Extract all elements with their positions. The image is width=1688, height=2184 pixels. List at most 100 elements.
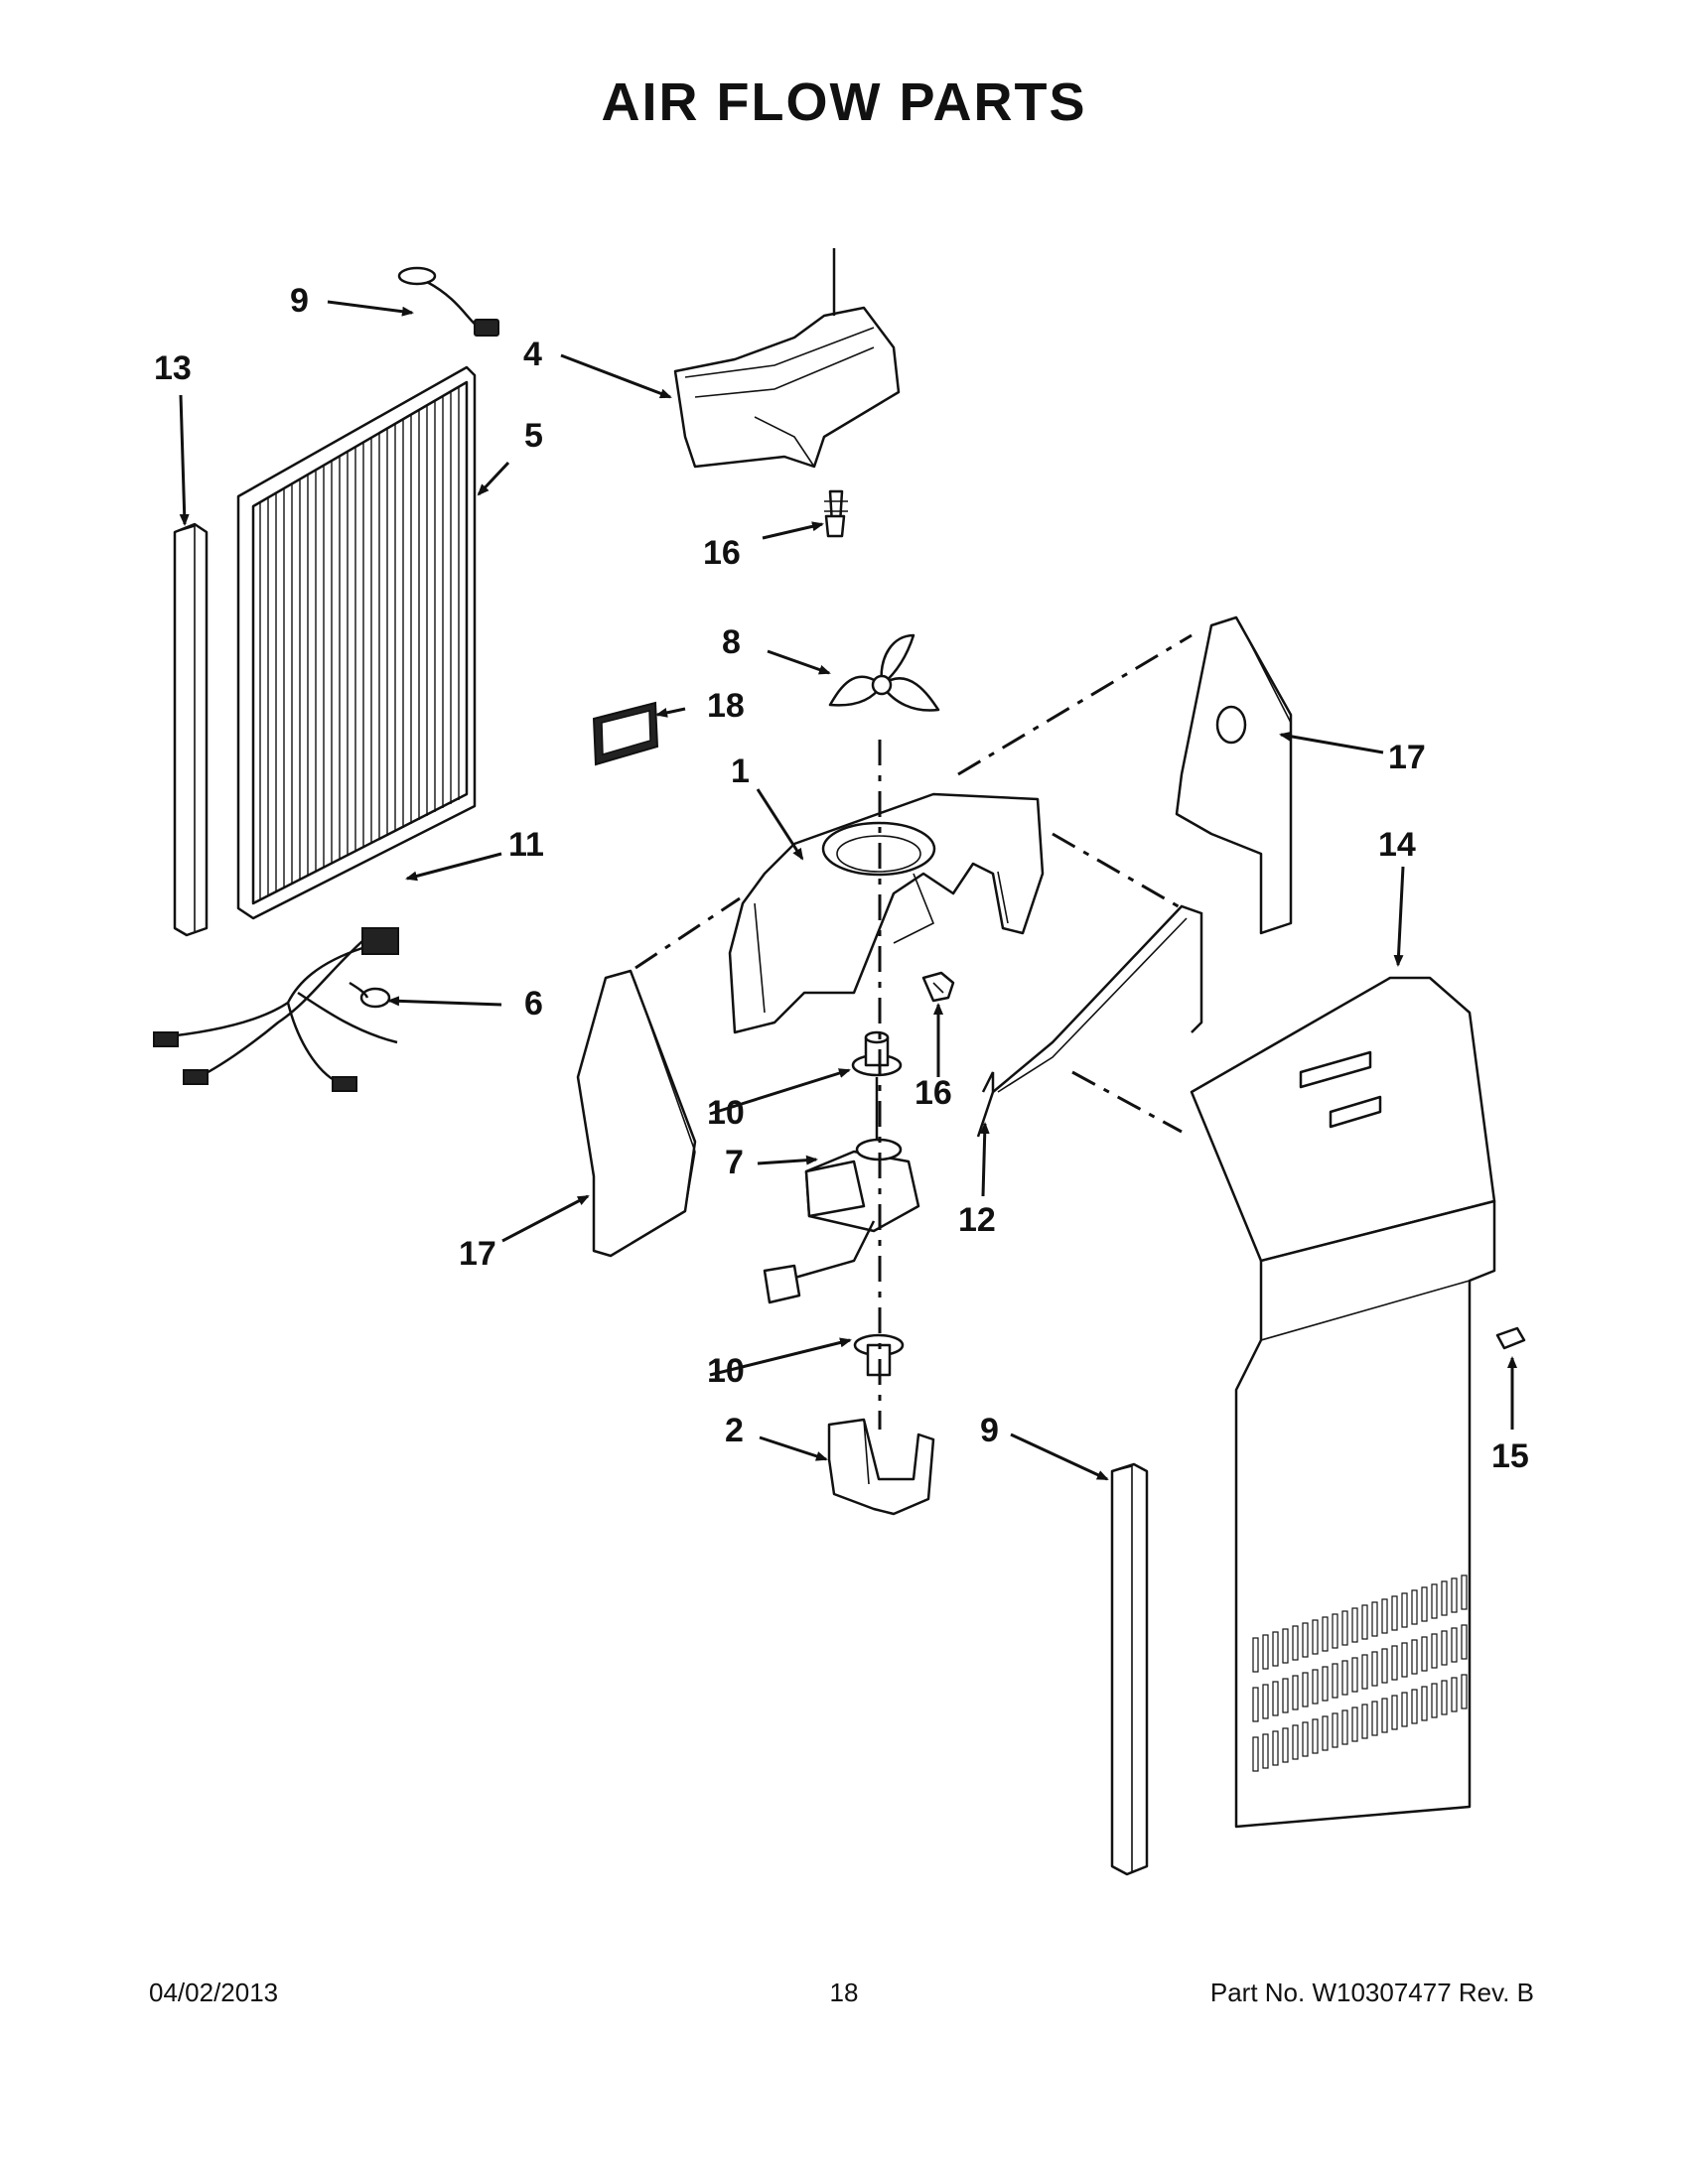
footer-part-number: Part No. W10307477 Rev. B [1209, 1978, 1534, 2007]
callout-9-top: 9 [290, 282, 309, 320]
vent-slot [1401, 1642, 1408, 1678]
vent-slot [1371, 1701, 1378, 1736]
vent-slot [1252, 1687, 1259, 1722]
vent-slot [1312, 1619, 1319, 1655]
vent-slot [1391, 1645, 1398, 1681]
callout-1: 1 [731, 752, 750, 790]
vent-slot [1361, 1704, 1368, 1739]
vent-slot [1381, 1698, 1388, 1733]
screw-part-16-lower [921, 971, 955, 1003]
vent-slot [1381, 1598, 1388, 1634]
fan-motor-part-7 [763, 1077, 920, 1304]
grommet-part-10-upper [851, 1030, 903, 1077]
vent-slot [1272, 1681, 1279, 1716]
vent-slot [1272, 1631, 1279, 1667]
callout-7: 7 [725, 1144, 744, 1181]
vent-slot [1302, 1721, 1309, 1757]
vent-slot [1361, 1604, 1368, 1640]
page-title: AIR FLOW PARTS [601, 72, 1087, 132]
callout-5: 5 [524, 417, 543, 455]
duct-cover-part-14 [1190, 976, 1496, 1829]
vent-slot [1282, 1628, 1289, 1664]
vent-slot [1441, 1630, 1448, 1666]
vent-slot [1351, 1607, 1358, 1643]
vent-slot [1332, 1663, 1338, 1699]
leader-arrows [179, 300, 1517, 1481]
callout-4: 4 [523, 336, 542, 373]
vent-slot [1312, 1669, 1319, 1705]
wire-harness-part-11 [153, 927, 399, 1092]
vent-slot [1391, 1695, 1398, 1730]
vent-slot [1302, 1672, 1309, 1707]
motor-bracket-part-2 [827, 1418, 935, 1516]
vent-slot [1411, 1689, 1418, 1724]
vent-slot [1282, 1678, 1289, 1713]
vent-slot [1302, 1622, 1309, 1658]
vent-slot [1332, 1712, 1338, 1748]
vent-slot [1461, 1574, 1468, 1610]
callout-13: 13 [154, 349, 192, 387]
vent-slot [1341, 1709, 1348, 1745]
vent-slot [1351, 1706, 1358, 1742]
damper-housing-part-4 [673, 248, 901, 526]
vent-slot [1282, 1727, 1289, 1763]
vent-slot [1391, 1595, 1398, 1631]
vent-slot [1371, 1651, 1378, 1687]
vent-slot [1401, 1592, 1408, 1628]
vent-slot [1371, 1601, 1378, 1637]
vent-slot [1341, 1610, 1348, 1646]
vent-slot [1272, 1730, 1279, 1766]
vent-slot [1361, 1654, 1368, 1690]
vent-slot [1252, 1637, 1259, 1673]
vent-slot [1411, 1639, 1418, 1675]
vent-slot [1341, 1660, 1348, 1696]
callout-17-right: 17 [1388, 739, 1426, 776]
screw-part-16-upper [824, 514, 846, 538]
footer-page-number: 18 [829, 1978, 859, 2007]
callout-16-top: 16 [703, 534, 741, 572]
air-baffle-part-17-right [1175, 615, 1293, 935]
vent-slot [1431, 1583, 1438, 1619]
callout-2: 2 [725, 1412, 744, 1449]
vent-slot [1312, 1718, 1319, 1754]
vent-slot [1461, 1624, 1468, 1660]
vent-slot [1252, 1736, 1259, 1772]
callout-8: 8 [722, 623, 741, 661]
vent-slot [1431, 1633, 1438, 1669]
thermistor-part-9-top [397, 266, 499, 337]
callout-6: 6 [524, 985, 543, 1023]
gasket-strip-part-9 [1110, 1462, 1149, 1876]
vent-slot [1451, 1627, 1458, 1663]
vent-slot [1322, 1666, 1329, 1702]
wire-bracket-part-12 [976, 904, 1203, 1138]
vent-slot [1451, 1577, 1458, 1613]
vent-slot [1292, 1625, 1299, 1661]
footer-date: 04/02/2013 [149, 1978, 279, 2007]
gasket-strip-part-13 [173, 522, 209, 937]
callout-9-lower: 9 [980, 1412, 999, 1449]
vent-slot [1431, 1683, 1438, 1718]
callout-14: 14 [1378, 826, 1416, 864]
vent-slot [1322, 1715, 1329, 1751]
callout-10-upper: 10 [707, 1094, 745, 1132]
vent-slot [1381, 1648, 1388, 1684]
foam-pad-part-18 [592, 701, 659, 766]
vent-slot [1451, 1677, 1458, 1712]
assembly-guide-lines [634, 633, 1193, 1430]
vent-slot [1262, 1634, 1269, 1670]
callout-16-lower: 16 [914, 1074, 952, 1112]
vent-slot [1262, 1684, 1269, 1719]
vent-slot [1322, 1616, 1329, 1652]
vent-slot [1421, 1586, 1428, 1622]
vent-slot [1262, 1733, 1269, 1769]
vent-slot [1292, 1724, 1299, 1760]
fan-shroud-part-1 [728, 792, 1045, 1034]
callout-12: 12 [958, 1201, 996, 1239]
vent-slot [1332, 1613, 1338, 1649]
vent-slot [1401, 1692, 1408, 1727]
callout-11: 11 [508, 826, 544, 864]
vent-slot [1421, 1636, 1428, 1672]
callout-18: 18 [707, 687, 745, 725]
vent-slot [1441, 1580, 1448, 1616]
